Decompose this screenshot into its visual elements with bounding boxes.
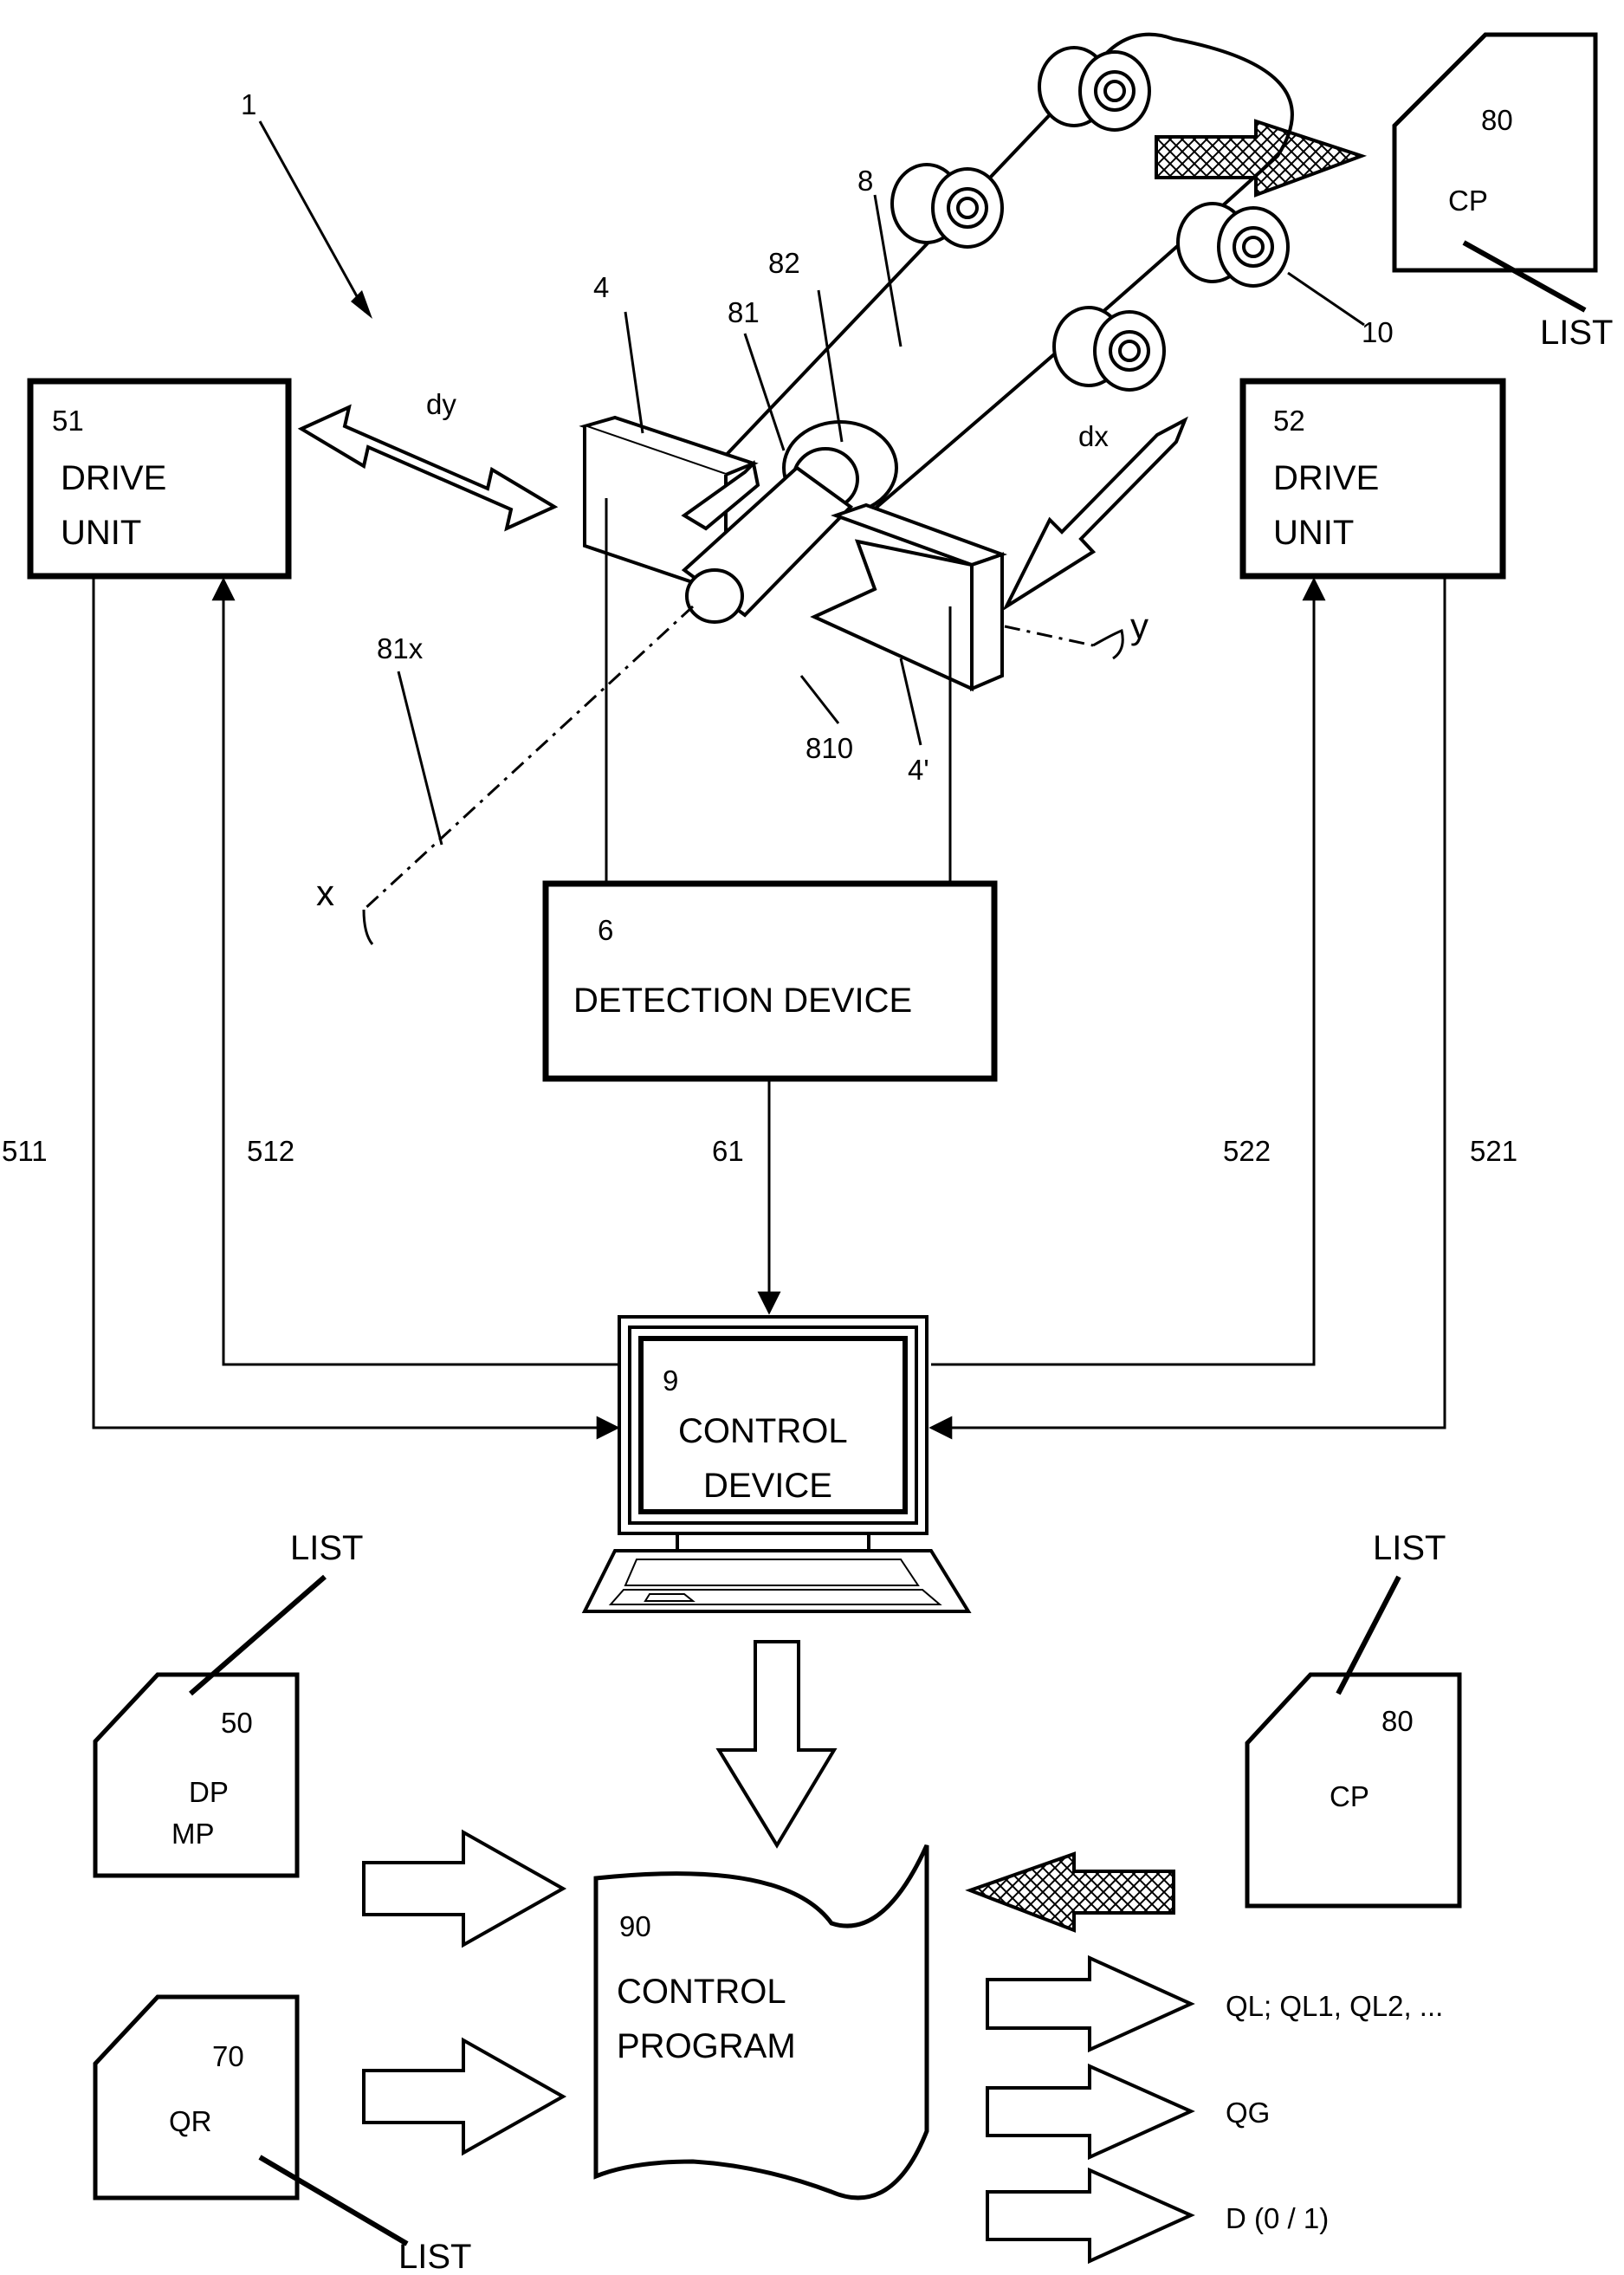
output-label-3: D (0 / 1)	[1226, 2202, 1329, 2234]
control-program-ref: 90	[619, 1910, 651, 1942]
ref-roller-seat: 82	[768, 247, 800, 279]
input-arrow-dp	[364, 1832, 563, 1945]
roller-1	[1039, 48, 1149, 130]
output-label-1: QL; QL1, QL2, ...	[1226, 1990, 1443, 2022]
drive-unit-right-line1: DRIVE	[1273, 459, 1379, 497]
top-card-tag: LIST	[1540, 314, 1613, 352]
drive-unit-left-line2: UNIT	[61, 514, 141, 552]
control-program-document	[596, 1845, 927, 2198]
card-dp-tag: LIST	[290, 1529, 363, 1567]
top-card-text: CP	[1448, 185, 1488, 217]
connection-61: 61	[712, 1135, 744, 1167]
connection-512: 512	[247, 1135, 294, 1167]
output-arrow-1	[987, 1958, 1191, 2050]
card-cp-text: CP	[1330, 1780, 1369, 1812]
card-dp-line2: MP	[171, 1818, 215, 1850]
control-device-line1: CONTROL	[678, 1412, 848, 1450]
output-label-2: QG	[1226, 2097, 1270, 2129]
drive-unit-right-ref: 52	[1273, 405, 1305, 437]
line-521	[931, 576, 1445, 1428]
ref-system: 1	[241, 88, 256, 120]
detection-device-ref: 6	[598, 914, 613, 946]
ref-belt: 8	[857, 165, 873, 197]
connection-511: 511	[2, 1135, 48, 1167]
card-qr-tag: LIST	[398, 2238, 471, 2275]
connection-522: 522	[1223, 1135, 1271, 1167]
system-arrowhead	[351, 290, 372, 319]
roller-2	[892, 165, 1002, 247]
program-down-arrow	[719, 1642, 834, 1845]
control-device-ref: 9	[663, 1364, 678, 1397]
label-dx: dx	[1078, 420, 1109, 452]
ref-sensor-left: 4	[593, 271, 609, 303]
top-card-ref: 80	[1481, 104, 1513, 136]
drive-unit-right-line2: UNIT	[1273, 514, 1354, 552]
control-program-line2: PROGRAM	[617, 2027, 796, 2065]
ref-rollers: 10	[1362, 316, 1394, 348]
card-qr-text: QR	[169, 2105, 212, 2137]
ref-sensor-right: 4'	[908, 754, 929, 786]
roller-4	[1054, 308, 1164, 390]
roller-3	[1178, 204, 1288, 286]
input-arrow-cp	[970, 1854, 1174, 1930]
card-cp-bottom	[1247, 1577, 1459, 1906]
label-dy: dy	[426, 388, 456, 420]
card-cp-tag: LIST	[1373, 1529, 1446, 1567]
drive-unit-left-ref: 51	[52, 405, 84, 437]
control-program-line1: CONTROL	[617, 1973, 786, 2011]
label-axis-x: x	[316, 872, 334, 913]
connection-521: 521	[1470, 1135, 1517, 1167]
control-device-line2: DEVICE	[703, 1467, 832, 1505]
ref-roller-body: 810	[806, 732, 853, 764]
output-arrow-2	[987, 2066, 1191, 2157]
sensor-right	[814, 505, 1002, 689]
output-arrow-3	[987, 2170, 1191, 2261]
card-dp-ref: 50	[221, 1707, 253, 1739]
card-qr	[95, 1997, 407, 2244]
hatched-output-arrow	[1156, 121, 1362, 195]
control-device-computer	[585, 1317, 968, 1611]
support-rollers	[892, 48, 1288, 390]
detection-device-label: DETECTION DEVICE	[573, 982, 912, 1020]
axis-y-hook	[1093, 631, 1123, 658]
drive-unit-left-line1: DRIVE	[61, 459, 166, 497]
card-cp-ref: 80	[1381, 1705, 1414, 1737]
axis-x-hook	[364, 910, 372, 944]
card-dp-line1: DP	[189, 1776, 229, 1808]
ref-axis: 81x	[377, 632, 424, 664]
line-511	[94, 576, 618, 1428]
label-axis-y: y	[1130, 606, 1148, 646]
card-cp-top	[1394, 35, 1595, 310]
input-arrow-qr	[364, 2040, 563, 2153]
card-qr-ref: 70	[212, 2040, 244, 2072]
dy-double-arrow	[301, 407, 554, 528]
ref-roller: 81	[728, 296, 760, 328]
